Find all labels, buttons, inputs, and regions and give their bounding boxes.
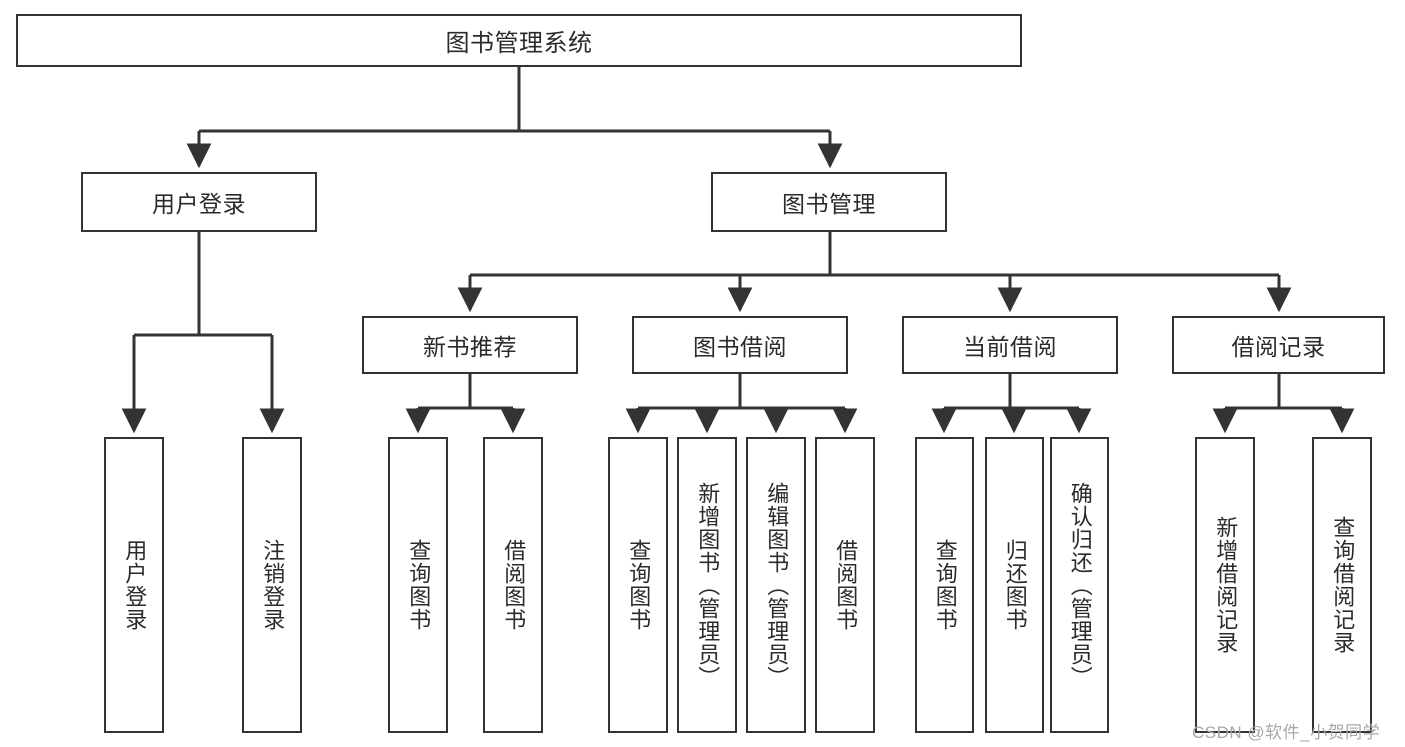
leaf-label: 查询图书 bbox=[406, 539, 432, 631]
leaf-label: 确认归还（管理员） bbox=[1067, 481, 1093, 689]
leaf-query-record[interactable]: 查询借阅记录 bbox=[1312, 437, 1372, 733]
leaf-label: 借阅图书 bbox=[501, 539, 527, 631]
leaf-return-book[interactable]: 归还图书 bbox=[985, 437, 1044, 733]
leaf-label: 新增图书（管理员） bbox=[695, 481, 721, 689]
leaf-label: 编辑图书（管理员） bbox=[764, 481, 790, 689]
leaf-user-login[interactable]: 用户登录 bbox=[104, 437, 164, 733]
leaf-label: 查询图书 bbox=[932, 539, 958, 631]
leaf-label: 用户登录 bbox=[122, 539, 148, 631]
leaf-label: 查询图书 bbox=[626, 539, 652, 631]
node-borrow-record[interactable]: 借阅记录 bbox=[1172, 316, 1385, 374]
node-user-login[interactable]: 用户登录 bbox=[81, 172, 317, 232]
leaf-edit-book[interactable]: 编辑图书（管理员） bbox=[746, 437, 806, 733]
leaf-add-book[interactable]: 新增图书（管理员） bbox=[677, 437, 737, 733]
node-current-borrow[interactable]: 当前借阅 bbox=[902, 316, 1118, 374]
leaf-add-record[interactable]: 新增借阅记录 bbox=[1195, 437, 1255, 733]
leaf-query-book-1[interactable]: 查询图书 bbox=[388, 437, 448, 733]
leaf-label: 归还图书 bbox=[1002, 539, 1028, 631]
leaf-label: 查询借阅记录 bbox=[1330, 516, 1356, 654]
leaf-query-book-3[interactable]: 查询图书 bbox=[915, 437, 974, 733]
leaf-query-book-2[interactable]: 查询图书 bbox=[608, 437, 668, 733]
leaf-label: 借阅图书 bbox=[833, 539, 859, 631]
leaf-borrow-book-2[interactable]: 借阅图书 bbox=[815, 437, 875, 733]
leaf-borrow-book-1[interactable]: 借阅图书 bbox=[483, 437, 543, 733]
leaf-label: 新增借阅记录 bbox=[1213, 516, 1239, 654]
csdn-watermark: CSDN @软件_小贺同学 bbox=[1192, 723, 1381, 742]
node-book-management[interactable]: 图书管理 bbox=[711, 172, 947, 232]
node-root[interactable]: 图书管理系统 bbox=[16, 14, 1022, 67]
node-new-book-recommend[interactable]: 新书推荐 bbox=[362, 316, 578, 374]
leaf-confirm-return[interactable]: 确认归还（管理员） bbox=[1050, 437, 1109, 733]
leaf-label: 注销登录 bbox=[260, 539, 286, 631]
node-book-borrow[interactable]: 图书借阅 bbox=[632, 316, 848, 374]
leaf-logout[interactable]: 注销登录 bbox=[242, 437, 302, 733]
